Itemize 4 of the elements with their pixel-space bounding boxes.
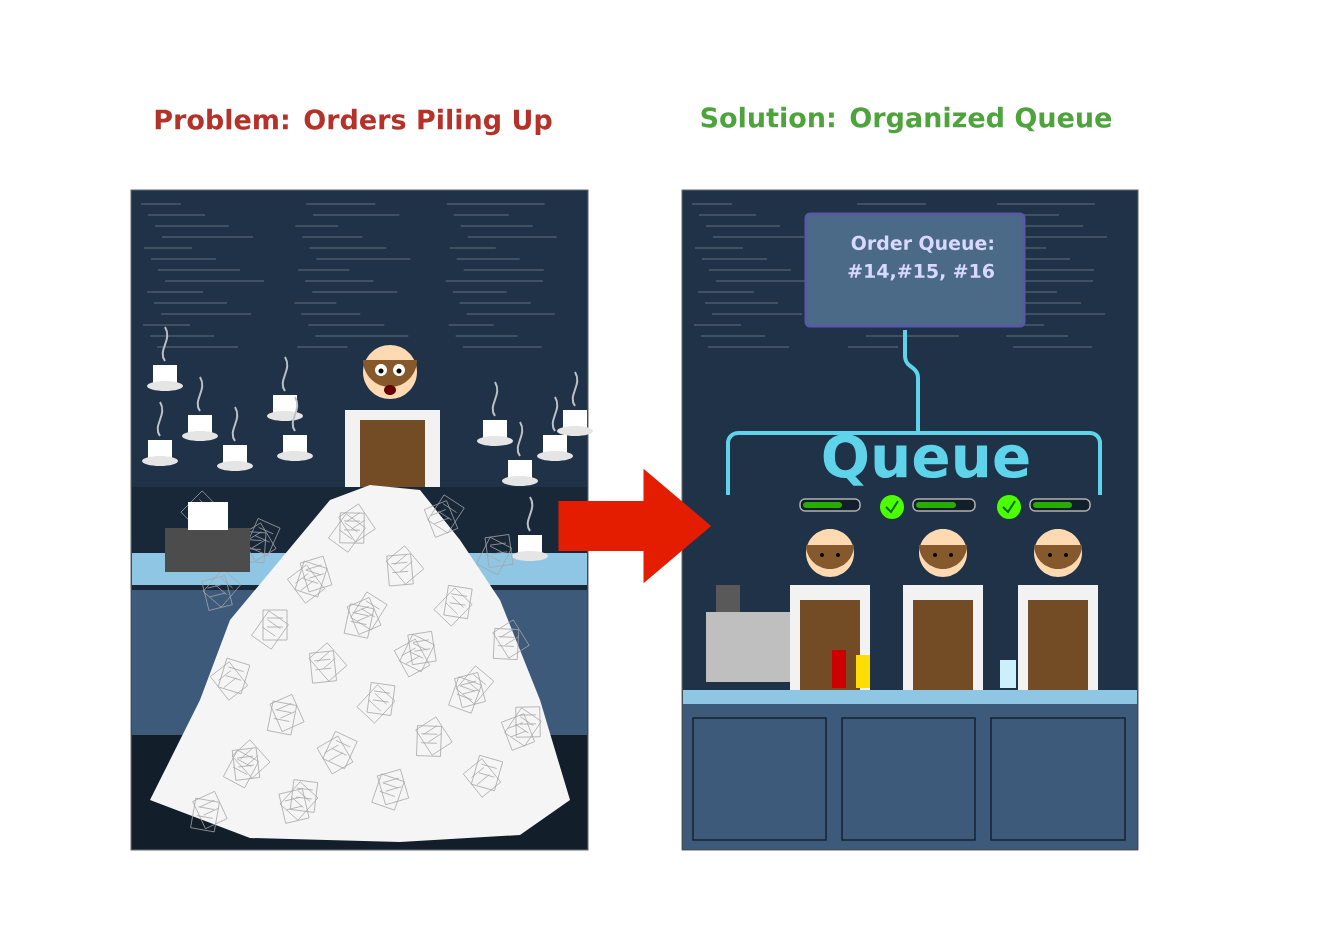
order-monitor: Order Queue: #14,#15, #16 <box>804 212 1026 328</box>
panel-heading: Problem: Orders Piling Up <box>155 108 552 136</box>
panel-heading: Solution: Organized Queue <box>701 106 1112 134</box>
queue-title: Queue <box>823 434 1029 486</box>
